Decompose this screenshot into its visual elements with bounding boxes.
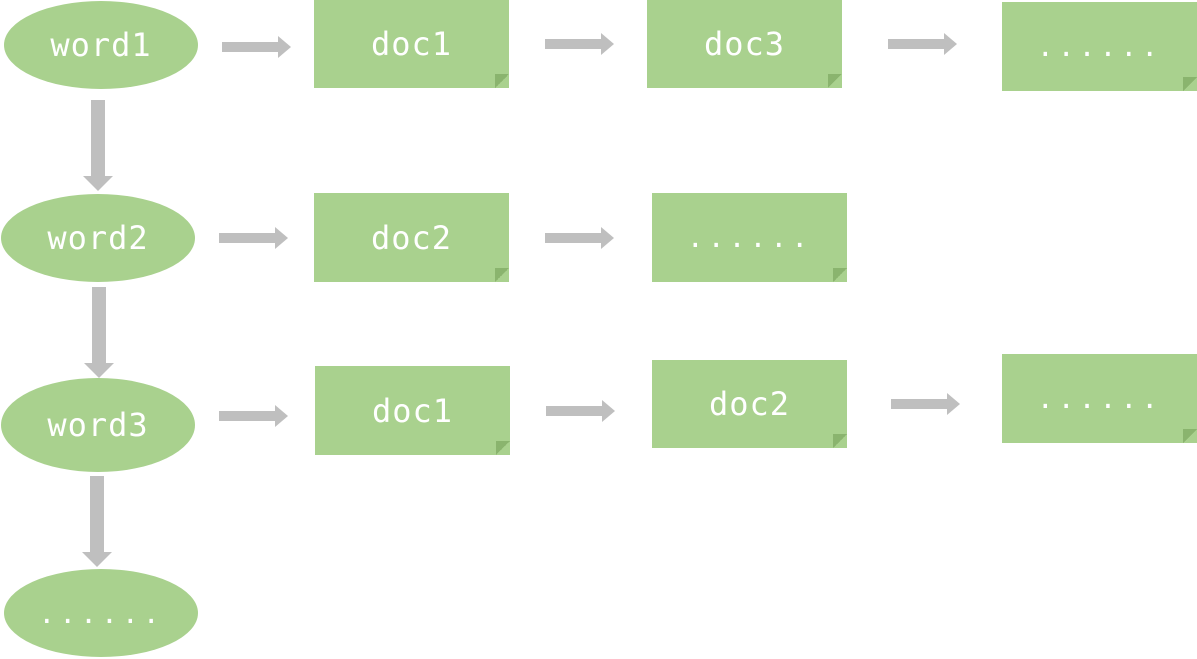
page-fold: [1183, 77, 1197, 91]
word-label: word2: [47, 219, 149, 257]
page-fold: [833, 268, 847, 282]
arrow-right-icon: [545, 33, 614, 55]
doc-node-r3-more: ......: [1002, 354, 1197, 443]
page-fold: [1183, 429, 1197, 443]
word-node-1: word1: [4, 1, 198, 89]
page-fold: [495, 268, 509, 282]
doc-label: doc1: [371, 391, 454, 430]
doc-label: doc2: [370, 218, 453, 257]
doc-node-r3-1: doc1: [315, 366, 510, 455]
doc-node-r1-more: ......: [1002, 2, 1197, 91]
doc-node-r1-2: doc3: [647, 0, 842, 88]
arrow-right-icon: [891, 393, 960, 415]
arrow-right-icon: [219, 227, 288, 249]
word-label: word1: [50, 26, 152, 64]
page-fold: [495, 74, 509, 88]
arrow-right-icon: [222, 36, 291, 58]
doc-node-r3-2: doc2: [652, 360, 847, 448]
doc-label: doc1: [370, 25, 453, 63]
word-node-more: ......: [4, 569, 198, 657]
word-node-2: word2: [1, 194, 195, 282]
arrow-right-icon: [545, 227, 614, 249]
word-node-3: word3: [1, 378, 195, 472]
arrow-down-icon: [82, 476, 112, 567]
doc-label: doc2: [708, 385, 791, 423]
word-label: ......: [38, 596, 164, 630]
doc-label: ......: [686, 221, 813, 254]
word-label: word3: [47, 406, 149, 444]
page-fold: [496, 441, 510, 455]
arrow-right-icon: [546, 400, 615, 422]
arrow-down-icon: [83, 100, 113, 191]
doc-node-r1-1: doc1: [314, 0, 509, 88]
arrow-right-icon: [888, 33, 957, 55]
arrow-down-icon: [84, 287, 114, 378]
page-fold: [833, 434, 847, 448]
page-fold: [828, 74, 842, 88]
doc-node-r2-more: ......: [652, 193, 847, 282]
doc-node-r2-1: doc2: [314, 193, 509, 282]
doc-label: ......: [1036, 382, 1163, 415]
doc-label: ......: [1036, 30, 1163, 63]
arrow-right-icon: [219, 405, 288, 427]
doc-label: doc3: [703, 25, 786, 63]
